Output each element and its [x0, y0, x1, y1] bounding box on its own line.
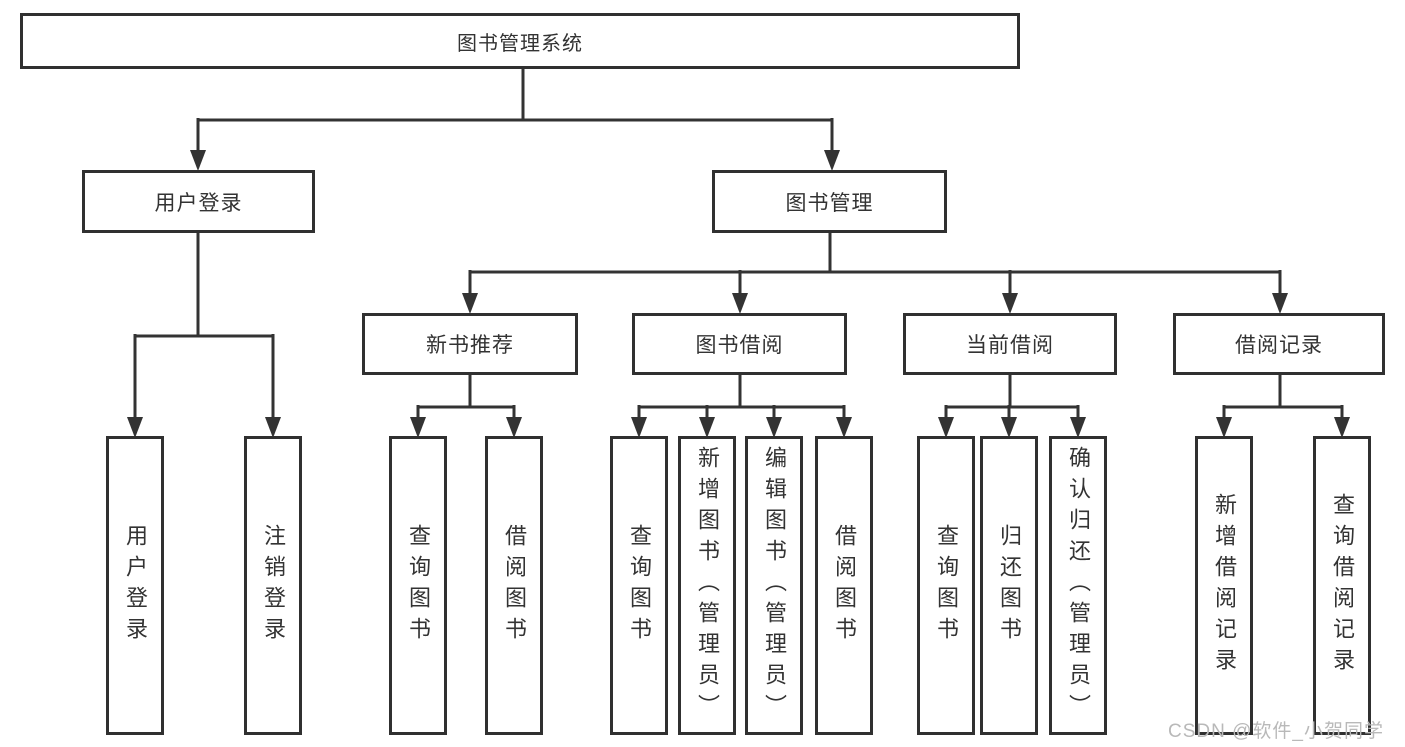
- node-label: 借阅记录: [1235, 334, 1323, 357]
- node-label: 注销登录: [261, 523, 286, 648]
- node-label: 用户登录: [123, 523, 148, 648]
- node-label: 新增图书（管理员）: [695, 446, 720, 725]
- node-label: 查询图书: [934, 523, 959, 648]
- node-library-management-system: 图书管理系统: [20, 13, 1020, 69]
- leaf-query-books-recommend: 查询图书: [389, 436, 447, 735]
- node-label: 新书推荐: [426, 334, 514, 357]
- node-label: 查询图书: [406, 523, 431, 648]
- node-borrow-records: 借阅记录: [1173, 313, 1385, 375]
- node-label: 图书管理系统: [457, 32, 583, 55]
- node-label: 新增借阅记录: [1212, 492, 1237, 679]
- node-label: 借阅图书: [502, 523, 527, 648]
- node-label: 用户登录: [154, 191, 243, 215]
- node-label: 查询图书: [627, 523, 652, 648]
- node-label: 归还图书: [997, 523, 1022, 648]
- leaf-borrow-books-recommend: 借阅图书: [485, 436, 543, 735]
- leaf-user-login: 用户登录: [106, 436, 164, 735]
- node-label: 图书借阅: [695, 334, 784, 357]
- leaf-add-books-admin: 新增图书（管理员）: [678, 436, 736, 735]
- node-label: 图书管理: [785, 191, 874, 215]
- leaf-confirm-return-admin: 确认归还（管理员）: [1049, 436, 1107, 735]
- leaf-query-books-borrow: 查询图书: [610, 436, 668, 735]
- leaf-query-borrow-record: 查询借阅记录: [1313, 436, 1371, 735]
- leaf-borrow-books: 借阅图书: [815, 436, 873, 735]
- leaf-return-books: 归还图书: [980, 436, 1038, 735]
- node-label: 查询借阅记录: [1330, 492, 1355, 679]
- node-label: 编辑图书（管理员）: [762, 446, 787, 725]
- leaf-query-books-current: 查询图书: [917, 436, 975, 735]
- leaf-add-borrow-record: 新增借阅记录: [1195, 436, 1253, 735]
- node-user-login: 用户登录: [82, 170, 315, 233]
- node-current-borrow: 当前借阅: [903, 313, 1117, 375]
- watermark: CSDN @软件_小贺同学: [1168, 721, 1384, 742]
- node-book-management: 图书管理: [712, 170, 947, 233]
- node-label: 确认归还（管理员）: [1066, 446, 1091, 725]
- leaf-logout-login: 注销登录: [244, 436, 302, 735]
- arrowhead-icons: [127, 150, 1350, 438]
- node-book-borrow: 图书借阅: [632, 313, 847, 375]
- node-label: 借阅图书: [832, 523, 857, 648]
- node-new-book-recommend: 新书推荐: [362, 313, 578, 375]
- leaf-edit-books-admin: 编辑图书（管理员）: [745, 436, 803, 735]
- node-label: 当前借阅: [966, 334, 1054, 357]
